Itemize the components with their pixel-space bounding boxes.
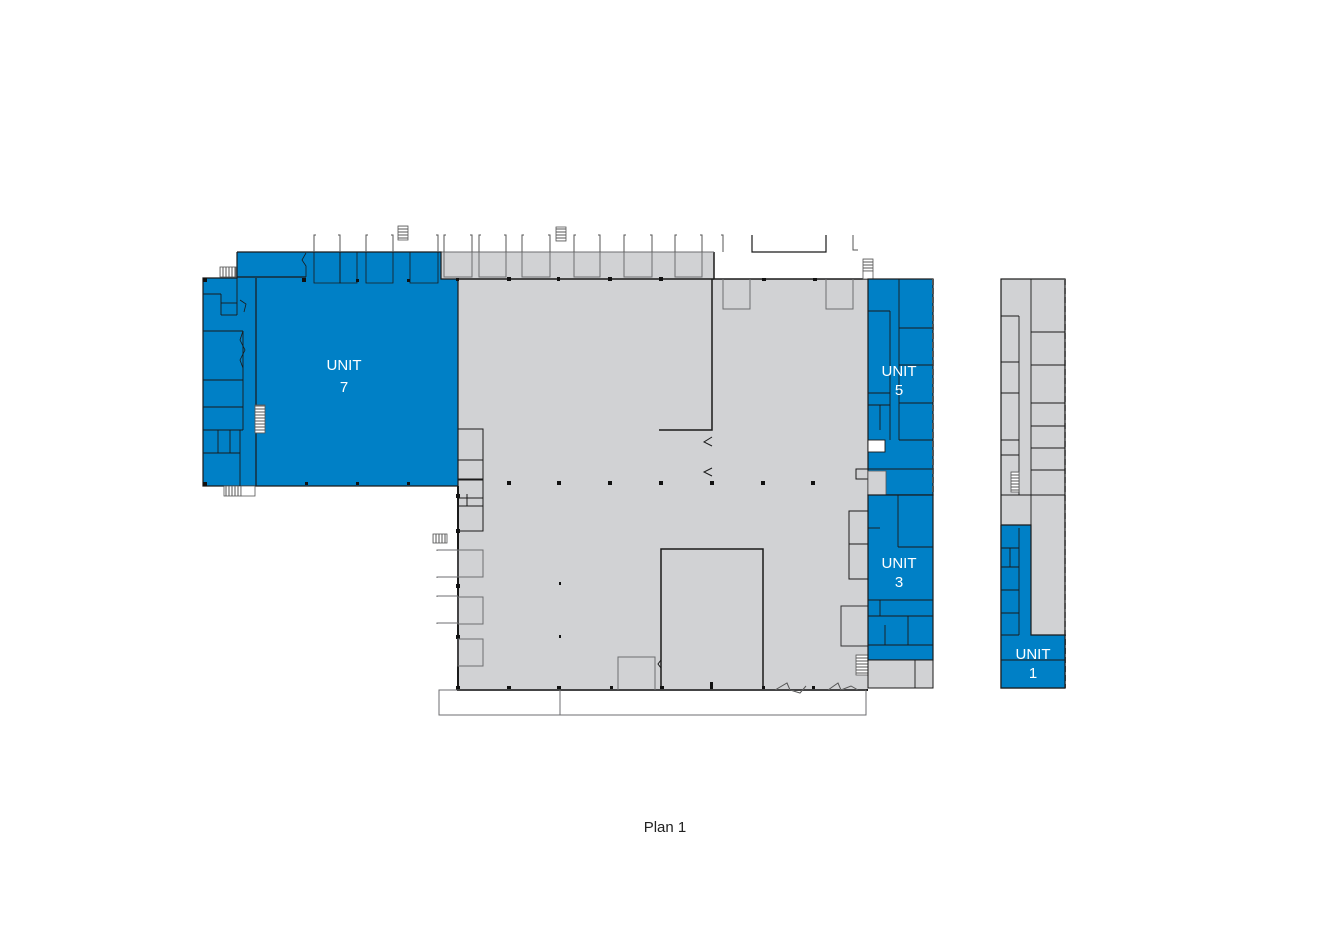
common-warehouse-area <box>432 226 874 716</box>
unit-7-label-line1: UNIT <box>327 357 362 374</box>
unit-5[interactable]: UNIT 5 <box>867 278 934 496</box>
unit-5-label-line2: 5 <box>895 382 903 399</box>
unit-3-label-line2: 3 <box>895 574 903 591</box>
unit-3-label-line1: UNIT <box>882 555 917 572</box>
unit-5-label-line1: UNIT <box>882 363 917 380</box>
unit-1-label-line2: 1 <box>1029 665 1037 682</box>
unit-7-label-line2: 7 <box>340 379 348 396</box>
unit-3[interactable]: UNIT 3 <box>867 494 934 689</box>
unit-7[interactable]: UNIT 7 <box>202 225 459 497</box>
unit-1[interactable]: UNIT 1 <box>1000 524 1066 689</box>
plan-title: Plan 1 <box>643 819 687 836</box>
unit-1-label-line1: UNIT <box>1016 646 1051 663</box>
